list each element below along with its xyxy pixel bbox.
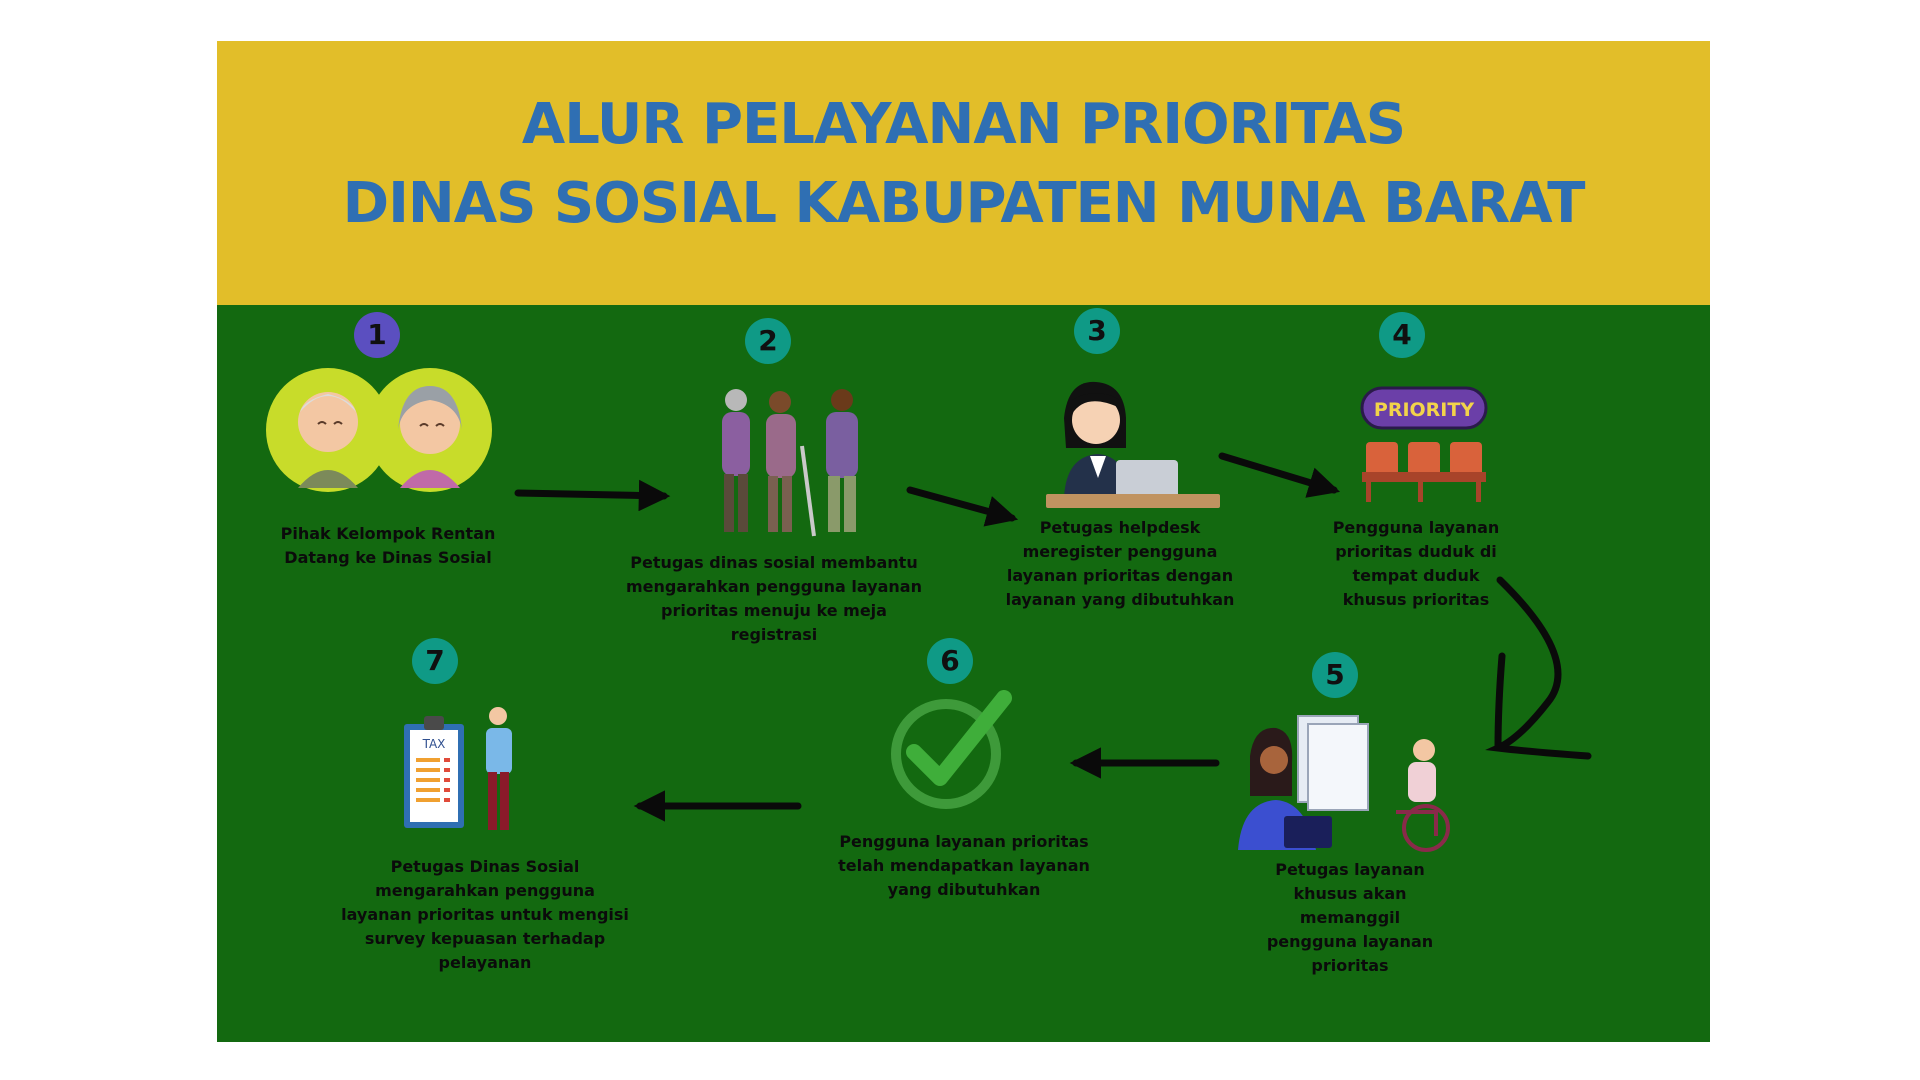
step-4-caption: Pengguna layanan prioritas duduk di temp… (1306, 516, 1526, 612)
caption-line: survey kepuasan terhadap (364, 929, 606, 948)
caption-line: telah mendapatkan layanan (838, 856, 1090, 875)
checkmark-icon (891, 690, 1012, 809)
step-6-caption: Pengguna layanan prioritas telah mendapa… (826, 830, 1102, 902)
caption-line: Pihak Kelompok Rentan (280, 524, 496, 543)
priority-seats-icon: PRIORITY (1360, 386, 1488, 502)
step-5-caption: Petugas layanan khusus akan memanggil pe… (1230, 858, 1470, 978)
caption-line: Petugas Dinas Sosial (390, 857, 580, 876)
caption-line: Pengguna layanan prioritas (839, 832, 1089, 851)
step-5-badge: 5 (1312, 652, 1358, 698)
caption-line: mengarahkan pengguna layanan (626, 577, 922, 596)
caption-line: yang dibutuhkan (887, 880, 1041, 899)
caption-line: Petugas helpdesk (1039, 518, 1201, 537)
officer-calling-icon (1238, 715, 1450, 852)
step-1-caption: Pihak Kelompok Rentan Datang ke Dinas So… (262, 522, 514, 570)
caption-line: prioritas (1311, 956, 1389, 975)
step-4-badge: 4 (1379, 312, 1425, 358)
caption-line: Datang ke Dinas Sosial (284, 548, 492, 567)
caption-line: khusus akan (1293, 884, 1407, 903)
title-line-1: ALUR PELAYANAN PRIORITAS (521, 92, 1406, 157)
caption-line: mengarahkan pengguna (375, 881, 595, 900)
step-6-badge: 6 (927, 638, 973, 684)
caption-line: prioritas duduk di (1335, 542, 1497, 561)
title-banner: ALUR PELAYANAN PRIORITAS DINAS SOSIAL KA… (217, 41, 1710, 305)
caption-line: tempat duduk (1352, 566, 1480, 585)
caption-line: layanan yang dibutuhkan (1005, 590, 1235, 609)
caption-line: meregister pengguna (1022, 542, 1218, 561)
step-1-badge: 1 (354, 312, 400, 358)
step-7-caption: Petugas Dinas Sosial mengarahkan penggun… (340, 855, 630, 975)
caption-line: pelayanan (438, 953, 532, 972)
clipboard-tax-text: TAX (422, 737, 446, 751)
step-2-caption: Petugas dinas sosial membantu mengarahka… (618, 551, 930, 647)
elderly-couple-icon (266, 368, 492, 492)
caption-line: layanan prioritas untuk mengisi (341, 905, 629, 924)
step-2-badge: 2 (745, 318, 791, 364)
caption-line: layanan prioritas dengan (1006, 566, 1234, 585)
step-3-badge: 3 (1074, 308, 1120, 354)
step-3-caption: Petugas helpdesk meregister pengguna lay… (982, 516, 1258, 612)
caption-line: memanggil (1299, 908, 1401, 927)
title-line-2: DINAS SOSIAL KABUPATEN MUNA BARAT (342, 171, 1586, 236)
caption-line: prioritas menuju ke meja (661, 601, 887, 620)
caption-line: Petugas dinas sosial membantu (630, 553, 918, 572)
caption-line: pengguna layanan (1266, 932, 1434, 951)
caption-line: Petugas layanan (1275, 860, 1425, 879)
people-assisting-icon (722, 389, 858, 537)
caption-line: Pengguna layanan (1332, 518, 1500, 537)
caption-line: registrasi (730, 625, 818, 644)
priority-sign-text: PRIORITY (1374, 399, 1474, 421)
survey-clipboard-icon: TAX (404, 707, 512, 830)
caption-line: khusus prioritas (1342, 590, 1490, 609)
helpdesk-officer-icon (1046, 381, 1220, 508)
step-7-badge: 7 (412, 638, 458, 684)
